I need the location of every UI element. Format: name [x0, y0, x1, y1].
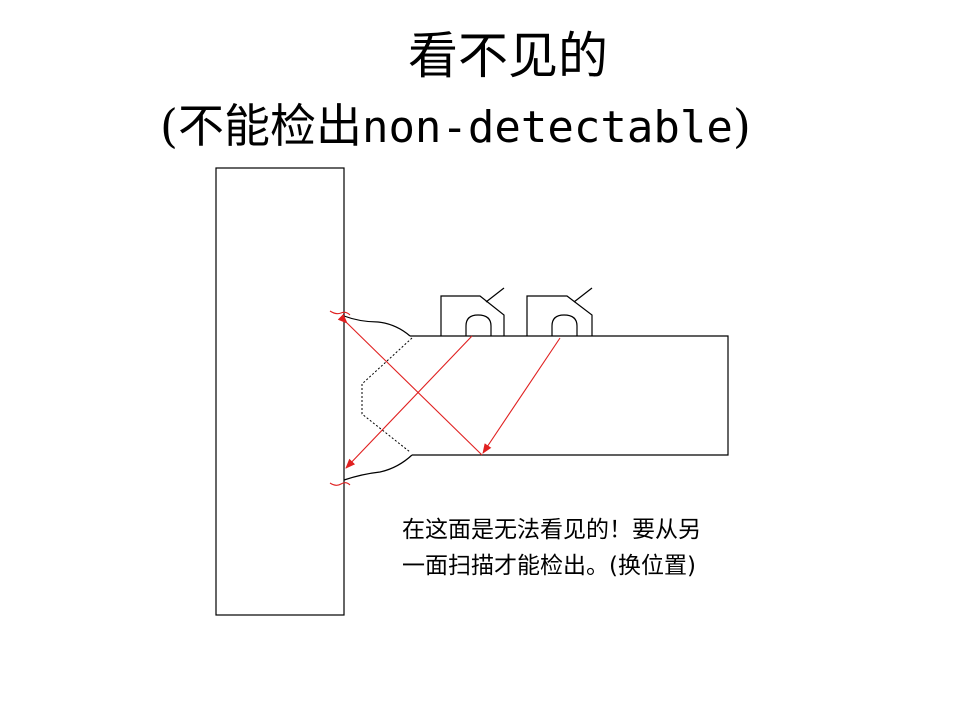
title-line-1: 看不见的: [408, 27, 608, 85]
probe-2-crystal: [551, 314, 578, 336]
defect-mark-bottom: [329, 482, 351, 486]
caption-line-2: 一面扫描才能检出。(换位置): [402, 553, 696, 579]
subtitle-close: ): [732, 99, 751, 153]
defect-mark-top: [329, 310, 351, 316]
beam-path-2: [337, 313, 483, 456]
probe-2: [526, 295, 593, 336]
weld-bevel-line: [361, 337, 413, 453]
probe-1-cable: [485, 287, 505, 303]
page-title: 看不见的: [0, 24, 960, 88]
beam-path-3: [482, 337, 561, 454]
subtitle-latin: non-detectable: [361, 102, 733, 153]
beam-path-1: [345, 335, 473, 469]
weld-top-fillet: [343, 315, 411, 337]
probe-2-cable: [573, 287, 593, 303]
weld-bottom-fillet: [343, 454, 413, 481]
vertical-plate: [215, 167, 345, 616]
caption-line-1: 在这面是无法看见的！要从另: [402, 517, 701, 543]
caption: 在这面是无法看见的！要从另 一面扫描才能检出。(换位置): [402, 512, 832, 584]
subtitle-open: (不能检出: [160, 99, 362, 153]
horizontal-plate: [410, 335, 729, 456]
probe-1: [440, 295, 505, 336]
page-subtitle: (不能检出non-detectable): [160, 96, 751, 158]
probe-1-crystal: [465, 314, 492, 336]
